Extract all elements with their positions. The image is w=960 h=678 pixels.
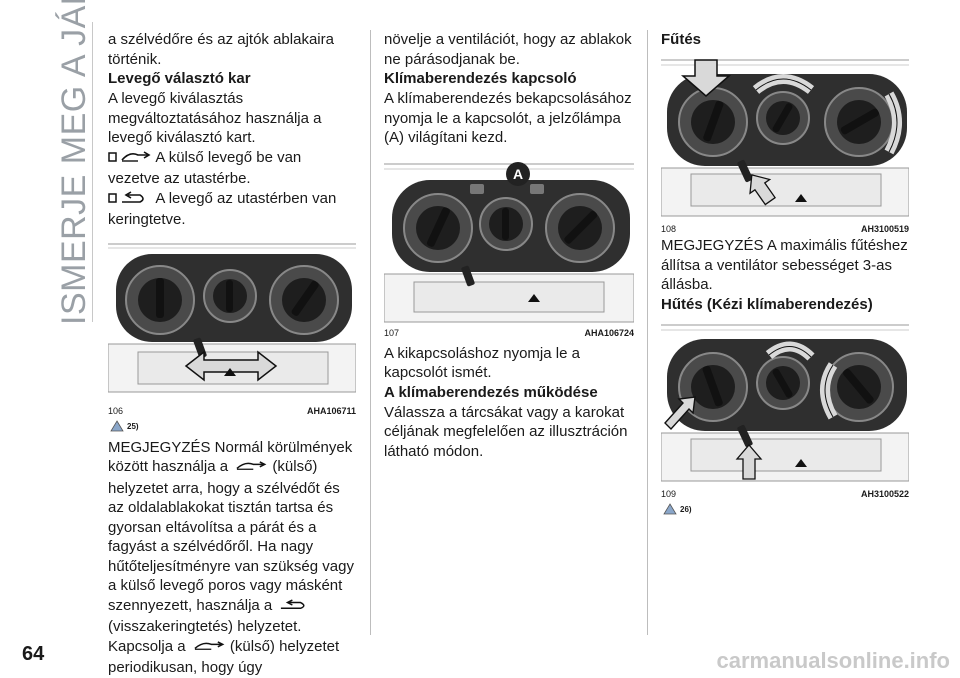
figure-107-number: 107: [384, 327, 400, 338]
col2-ac-switch-text: A klímaberendezés bekapcsolásához nyomja…: [384, 90, 632, 146]
figure-109-illustration: [661, 324, 909, 481]
column-divider: [370, 30, 371, 635]
col2-heading-ac-switch: Klímaberendezés kapcsoló: [384, 70, 577, 87]
side-rule: [92, 22, 93, 322]
col1-heading-air-selector: Levegő választó kar: [108, 70, 251, 87]
figure-106-illustration: [108, 243, 356, 392]
page-number: 64: [22, 643, 45, 665]
figure-108-code: AH3100519: [860, 224, 909, 234]
col1-note-part-c: (visszakeringtetés) helyzetet. Kapcsolja…: [108, 618, 302, 655]
figure-106-code: AHA106711: [306, 405, 356, 416]
outside-air-icon: [190, 639, 226, 659]
col1-note-part-d: (külső) helyzetet periodikusan, hogy úgy: [108, 637, 340, 677]
figure-109-code: AH3100522: [860, 488, 909, 499]
warning-reference-label: 25): [127, 422, 139, 431]
warning-triangle-icon: [110, 419, 124, 434]
figure-107-caption: 107 AHA106724: [384, 328, 634, 338]
col1-note-part-b: (külső) helyzetet arra, hogy a szélvédőt…: [108, 458, 354, 614]
outside-air-icon: [232, 459, 268, 479]
figure-106-caption: 106 AHA106711: [108, 406, 356, 416]
col3-heading-heating: Fűtés: [661, 31, 702, 48]
col2-intro-text: növelje a ventilációt, hogy az ablakok n…: [384, 31, 632, 68]
col3-heating-note: MEGJEGYZÉS A maximális fűtéshez állítsa …: [661, 237, 908, 293]
col1-intro-text: a szélvédőre és az ajtók ablakaira törté…: [108, 31, 334, 68]
outside-air-icon: [108, 150, 152, 170]
col2-heading-ac-operation: A klímaberendezés működése: [384, 383, 598, 401]
col1-note-text: MEGJEGYZÉS Normál körülmények között has…: [108, 438, 356, 678]
figure-106-number: 106: [108, 405, 124, 416]
figure-109-number: 109: [661, 488, 677, 499]
col1-note-part-a: MEGJEGYZÉS Normál körülmények között has…: [108, 438, 353, 476]
col1-air-selector-text: A levegő kiválasztás megváltoztatásához …: [108, 90, 322, 146]
col1-outside-air-label: A külső levegő be van vezetve az utastér…: [108, 148, 302, 188]
recirculation-icon: [108, 190, 152, 211]
warning-reference-26: 26): [663, 502, 909, 517]
figure-108-illustration: [661, 59, 909, 217]
figure-108: 108 AH3100519: [661, 54, 909, 234]
figure-107-illustration: A: [384, 161, 634, 322]
figure-107-code: AHA106724: [584, 327, 634, 338]
col1-recirc-label: A levegő az utastérben van keringtetve.: [108, 189, 337, 229]
column-2: növelje a ventilációt, hogy az ablakok n…: [384, 30, 634, 461]
col1-outside-air-text: A külső levegő be van vezetve az utastér…: [108, 148, 356, 189]
warning-reference-25: 25): [110, 419, 356, 434]
col3-heading-cooling: Hűtés (Kézi klímaberendezés): [661, 295, 873, 313]
col2-operation-text: Válassza a tárcsákat vagy a karokat célj…: [384, 403, 628, 460]
column-divider: [647, 30, 648, 635]
warning-reference-label: 26): [680, 505, 692, 514]
column-3: Fűtés 108 AH3100: [661, 30, 909, 521]
figure-108-number: 108: [661, 224, 677, 234]
warning-triangle-icon: [663, 502, 677, 517]
watermark: carmanualsonline.info: [716, 648, 951, 673]
column-1: a szélvédőre és az ajtók ablakaira törté…: [108, 30, 356, 678]
chapter-side-title: ISMERJE MEG A JÁRMŰVÉT: [55, 0, 93, 325]
figure-107-callout-a: A: [513, 166, 523, 182]
col1-recirc-text: A levegő az utastérben van keringtetve.: [108, 189, 356, 230]
figure-109: 109 AH3100522: [661, 319, 909, 499]
col2-turn-off-text: A kikapcsoláshoz nyomja le a kapcsolót i…: [384, 344, 580, 382]
figure-109-caption: 109 AH3100522: [661, 489, 909, 499]
figure-107: A 107 AHA106724: [384, 156, 634, 338]
recirculation-icon: [276, 598, 312, 618]
figure-106: 106 AHA106711: [108, 236, 356, 416]
figure-108-caption: 108 AH3100519: [661, 224, 909, 234]
